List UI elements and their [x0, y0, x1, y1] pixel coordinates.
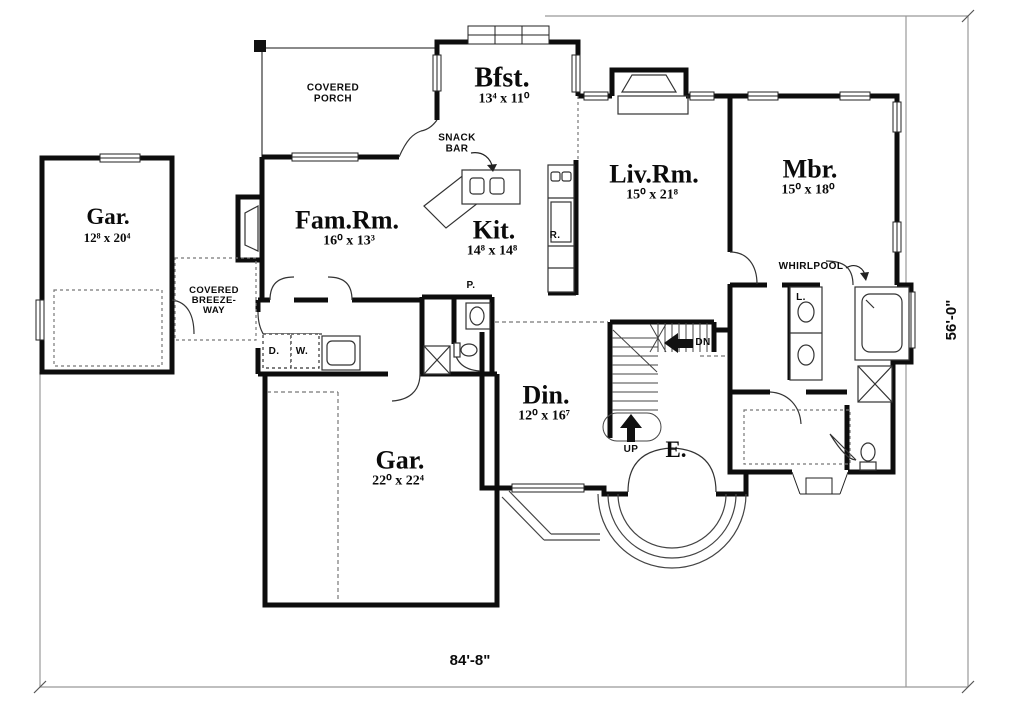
room-dims-garage-small: 12⁸ x 20⁴ — [83, 230, 131, 246]
refrigerator-box — [550, 201, 572, 243]
room-dims-garage-main: 22⁰ x 22⁴ — [372, 473, 424, 489]
window — [839, 91, 871, 101]
down-arrow-icon — [664, 333, 693, 353]
snack-bar-label: SNACK BAR — [438, 132, 476, 154]
room-dims-kitchen: 14⁸ x 14⁸ — [466, 243, 518, 259]
window — [432, 54, 442, 92]
stairs — [602, 323, 708, 442]
garage-breezeway-door — [171, 299, 195, 335]
window — [571, 54, 581, 93]
master-bath-door — [825, 260, 854, 286]
up-arrow-icon — [620, 414, 642, 442]
detached-garage-walls — [39, 155, 175, 375]
room-dims-breakfast: 13⁴ x 11⁰ — [478, 91, 530, 107]
bay-window-closet — [791, 471, 849, 495]
porch-double-door — [398, 119, 438, 158]
room-label-dining: Din. — [522, 380, 570, 410]
room-dims-family: 16⁰ x 13³ — [323, 233, 375, 249]
window-dining-bay — [511, 483, 585, 493]
window — [892, 221, 902, 253]
room-label-garage-small: Gar. — [86, 203, 130, 229]
living-room-fireplace — [609, 67, 689, 96]
cooktop-burner — [469, 177, 485, 195]
refrigerator-label: R. — [549, 229, 561, 241]
kitchen-sink-bowl — [561, 171, 572, 182]
master-bedroom-door — [729, 251, 758, 285]
window — [291, 152, 359, 162]
down-label: DN — [695, 336, 711, 348]
garage-entry-door — [391, 373, 421, 402]
pantry-label: P. — [466, 279, 476, 291]
room-label-family: Fam.Rm. — [295, 205, 399, 235]
washer-box — [290, 333, 320, 369]
breezeway-label: COVERED BREEZE- WAY — [189, 285, 239, 316]
cooktop-burner — [489, 177, 505, 195]
bay-window-breakfast — [467, 25, 550, 45]
toilet-master — [860, 442, 876, 462]
room-label-master-bedroom: Mbr. — [782, 154, 838, 184]
lavatory-label: L. — [796, 291, 806, 303]
whirlpool-label: WHIRLPOOL — [778, 260, 844, 272]
dashed-lines — [53, 96, 851, 600]
kitchen-fixtures — [423, 164, 575, 293]
overall-width-dimension: 84'-8" — [449, 652, 491, 670]
window — [99, 153, 141, 163]
window — [892, 101, 902, 133]
bath-laundry-fixtures — [262, 286, 910, 471]
window — [583, 91, 609, 101]
porch-corner-post — [254, 40, 266, 52]
room-label-kitchen: Kit. — [472, 215, 516, 245]
family-room-fireplace — [235, 194, 262, 263]
room-label-entry: E. — [665, 436, 687, 462]
front-double-door — [627, 447, 717, 493]
washer-label: W. — [295, 345, 309, 357]
leader-arrows — [470, 152, 869, 281]
porch-outline — [254, 40, 435, 157]
entry-steps — [501, 490, 747, 569]
windows — [35, 25, 916, 495]
vanity-sink — [797, 344, 815, 366]
room-dims-master-bedroom: 15⁰ x 18⁰ — [781, 182, 835, 198]
room-label-breakfast: Bfst. — [474, 62, 530, 94]
breezeway-outline — [174, 257, 257, 341]
covered-porch-label: COVERED PORCH — [306, 82, 360, 104]
closet-shelving — [743, 409, 851, 465]
powder-sink — [469, 306, 485, 326]
room-label-garage-main: Gar. — [375, 445, 425, 475]
lot-and-dimension-lines — [33, 9, 975, 694]
toilet-powder — [460, 343, 478, 357]
room-label-living: Liv.Rm. — [609, 159, 699, 189]
stair-arrows — [620, 333, 693, 442]
up-label: UP — [623, 443, 639, 455]
window — [689, 91, 715, 101]
whirlpool-tub — [861, 293, 903, 353]
kitchen-sink-bowl — [550, 171, 561, 182]
window — [747, 91, 779, 101]
vanity-sink — [797, 301, 815, 323]
dryer-label: D. — [268, 345, 280, 357]
room-dims-dining: 12⁰ x 16⁷ — [518, 408, 570, 424]
window — [35, 299, 45, 341]
fireplace-details — [244, 74, 689, 252]
room-dims-living: 15⁰ x 21⁸ — [626, 187, 678, 203]
overall-depth-dimension: 56'-0" — [943, 299, 961, 341]
